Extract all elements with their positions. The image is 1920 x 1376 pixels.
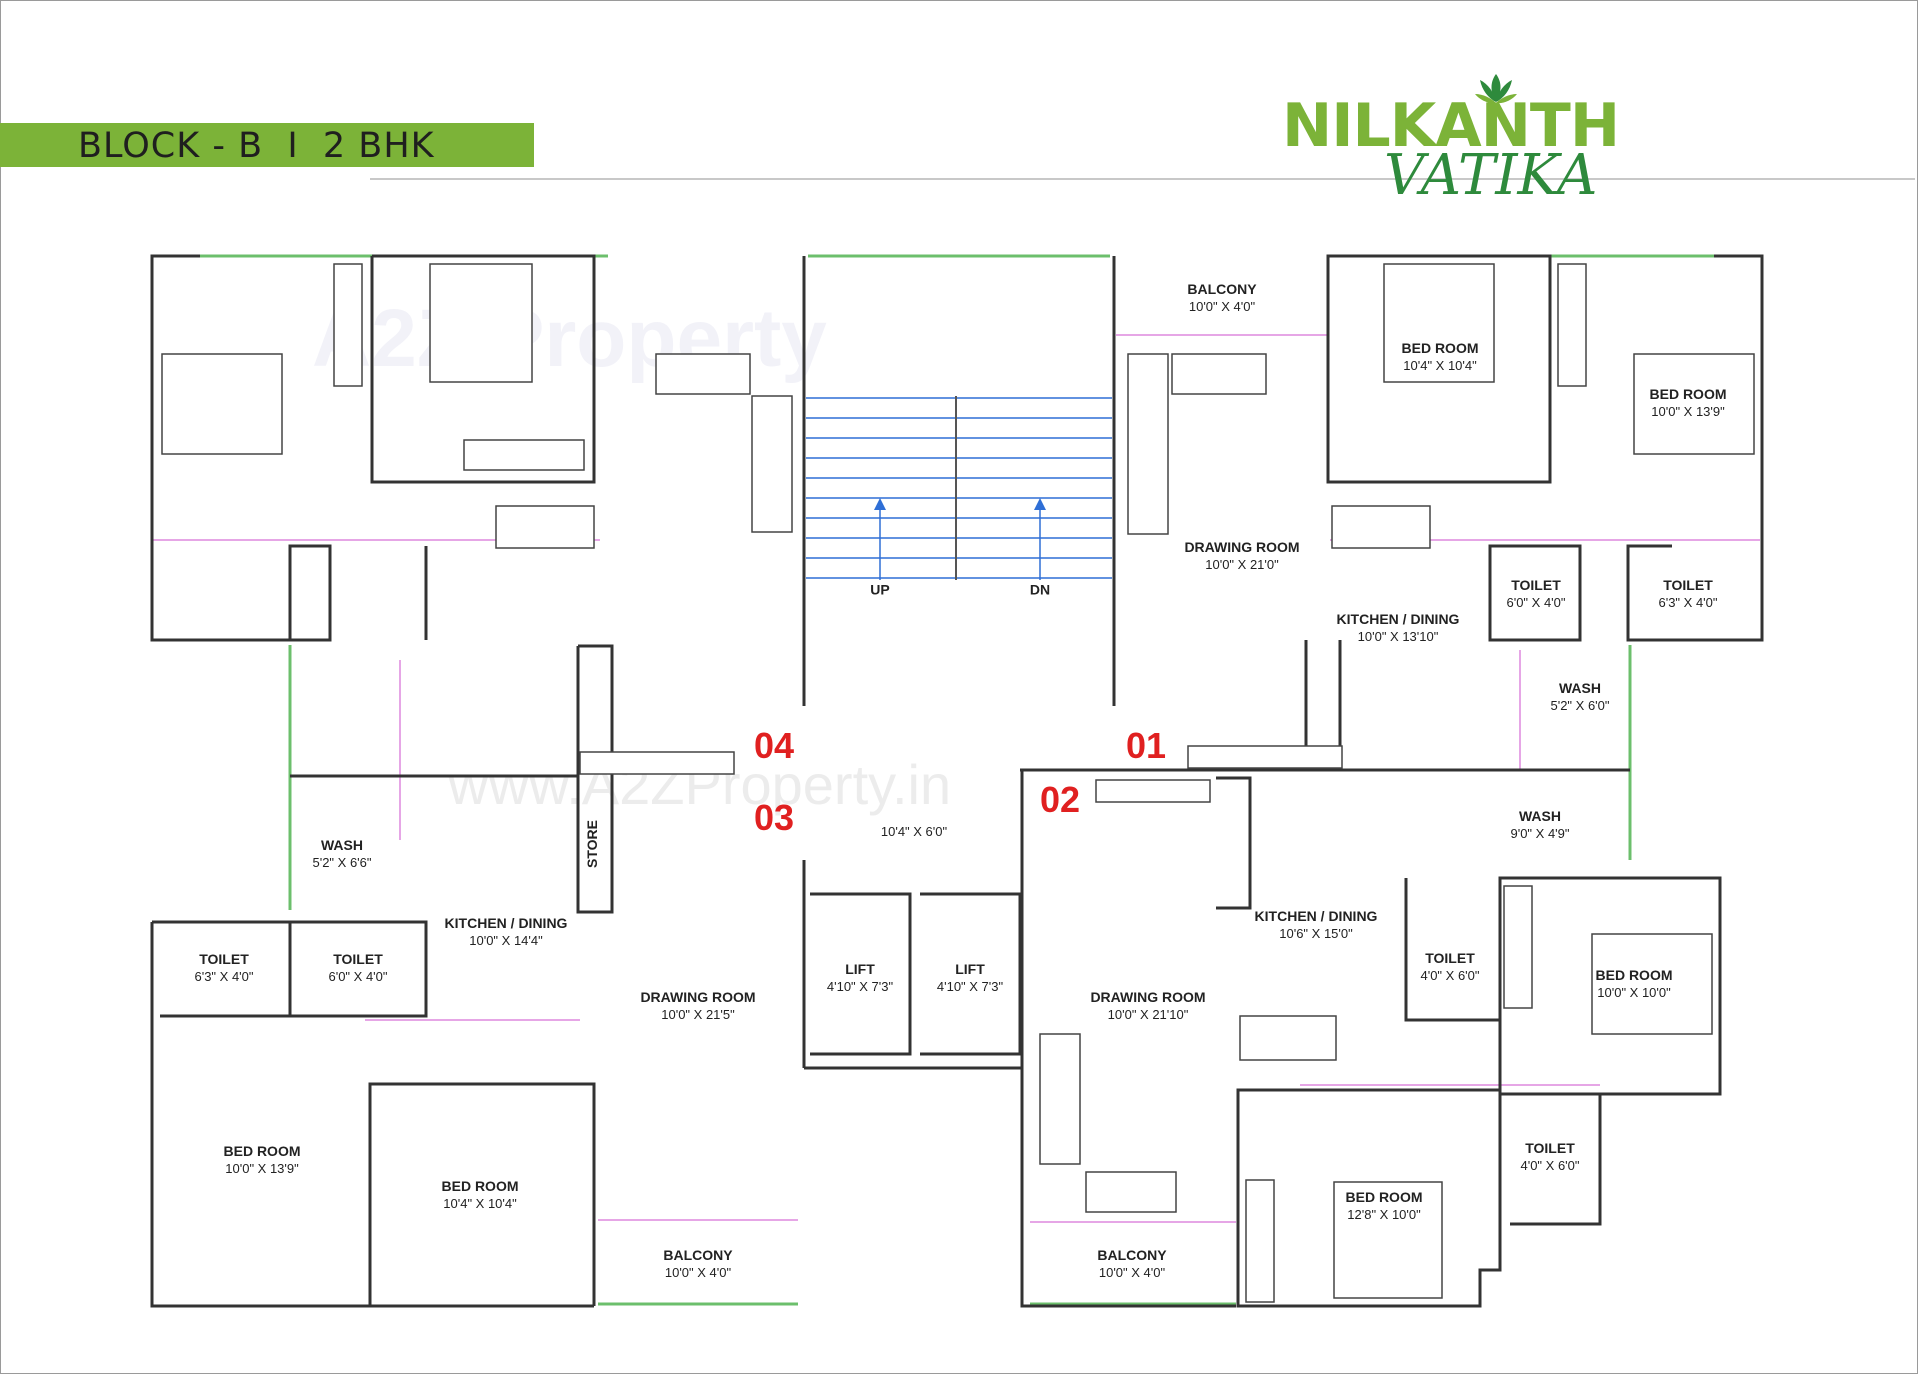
dining-table-symbol bbox=[1331, 505, 1431, 549]
sofa-symbol bbox=[1039, 1033, 1081, 1165]
stair-up-label: UP bbox=[870, 581, 890, 598]
bed-symbol bbox=[1633, 353, 1755, 455]
counter-symbol bbox=[1095, 779, 1211, 803]
wardrobe-symbol bbox=[1245, 1179, 1275, 1303]
logo-wordmark-bottom: VATIKA bbox=[1384, 143, 1598, 208]
furniture bbox=[161, 263, 1755, 1303]
room-label-lobby: 10'4" X 6'0" bbox=[880, 823, 948, 839]
sofa-symbol bbox=[1171, 353, 1267, 395]
bed-symbol bbox=[1383, 263, 1495, 383]
unit-number-01: 01 bbox=[1125, 725, 1167, 766]
stair-up-arrow bbox=[874, 498, 886, 510]
unit-number-03: 03 bbox=[753, 797, 795, 838]
wardrobe-symbol bbox=[333, 263, 363, 387]
sofa-symbol bbox=[1085, 1171, 1177, 1213]
dining-table-symbol bbox=[1239, 1015, 1337, 1061]
walls bbox=[150, 254, 1764, 1308]
unit-number-04: 04 bbox=[753, 725, 795, 766]
dining-table-symbol bbox=[495, 505, 595, 549]
sofa-symbol bbox=[655, 353, 751, 395]
bed-symbol bbox=[1333, 1181, 1443, 1299]
sofa-symbol bbox=[751, 395, 793, 533]
wardrobe-symbol bbox=[1503, 885, 1533, 1009]
room-label-u03-store: STORE bbox=[584, 820, 600, 868]
wardrobe-symbol bbox=[1557, 263, 1587, 387]
wardrobe-symbol bbox=[463, 439, 585, 471]
header-rule bbox=[370, 178, 1915, 180]
stair-down-arrow bbox=[1034, 498, 1046, 510]
bed-symbol bbox=[429, 263, 533, 383]
lotus-icon bbox=[1475, 74, 1517, 104]
counter-symbol bbox=[579, 751, 735, 775]
block-banner-text: BLOCK - B I 2 BHK bbox=[78, 126, 435, 166]
bed-symbol bbox=[161, 353, 283, 455]
stair-down-label: DN bbox=[1029, 581, 1051, 598]
counter-symbol bbox=[1187, 745, 1343, 769]
unit-number-02: 02 bbox=[1039, 779, 1081, 820]
logo-wordmark-top: NILKANTH bbox=[1282, 91, 1620, 161]
bed-symbol bbox=[1591, 933, 1713, 1035]
staircase bbox=[806, 397, 1112, 580]
sofa-symbol bbox=[1127, 353, 1169, 535]
block-banner bbox=[0, 123, 534, 167]
